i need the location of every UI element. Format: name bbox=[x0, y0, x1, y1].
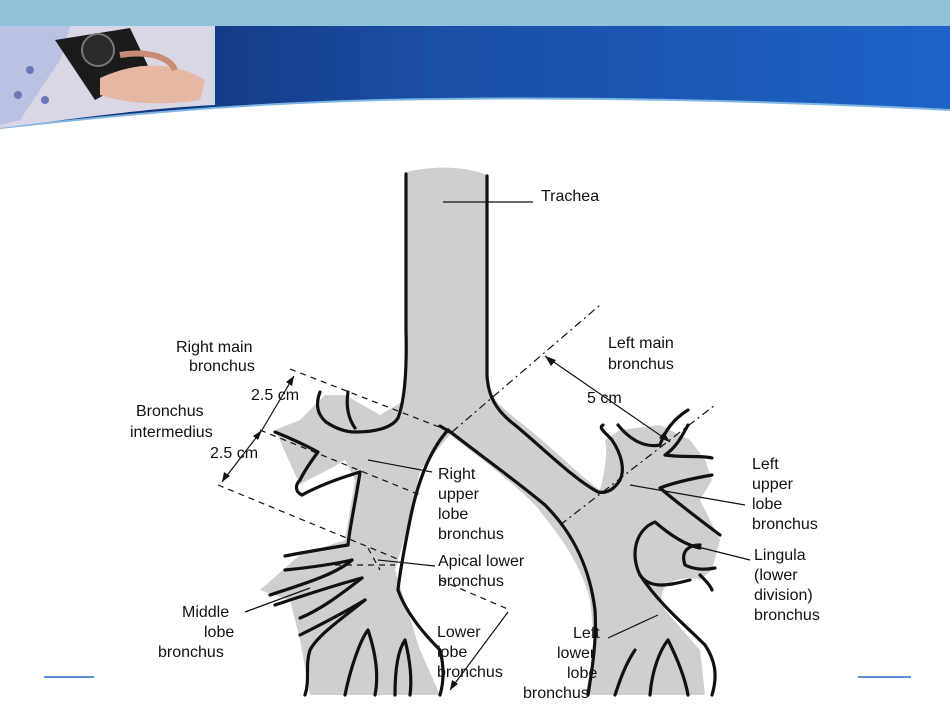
label-right-upper-lobe-4: bronchus bbox=[438, 526, 504, 543]
leader-lines bbox=[244, 201, 751, 639]
label-left-upper-lobe-2: upper bbox=[752, 476, 794, 493]
diagram-labels: Trachea Right main bronchus Left main br… bbox=[130, 188, 820, 702]
label-dim-left: 5 cm bbox=[587, 390, 622, 407]
label-left-main-bronchus: Left main bbox=[608, 335, 674, 352]
label-left-upper-lobe-3: lobe bbox=[752, 496, 782, 513]
label-middle-lobe: Middle bbox=[182, 604, 229, 621]
label-left-lower-lobe-4: bronchus bbox=[523, 685, 589, 702]
label-right-upper-lobe: Right bbox=[438, 466, 476, 483]
measurement-lines bbox=[217, 304, 716, 691]
header-banner bbox=[0, 0, 950, 129]
label-dim-upper-right: 2.5 cm bbox=[251, 387, 299, 404]
label-lower-lobe: Lower bbox=[437, 624, 481, 641]
label-lingula-4: bronchus bbox=[754, 607, 820, 624]
airway-lumen bbox=[260, 167, 720, 695]
label-apical-lower-bronchus: Apical lower bbox=[438, 553, 525, 570]
label-right-main-bronchus: Right main bbox=[176, 339, 252, 356]
label-lower-lobe-3: bronchus bbox=[437, 664, 503, 681]
label-right-main-bronchus-2: bronchus bbox=[189, 358, 255, 375]
label-lingula: Lingula bbox=[754, 547, 806, 564]
label-dim-lower-right: 2.5 cm bbox=[210, 445, 258, 462]
label-right-upper-lobe-3: lobe bbox=[438, 506, 468, 523]
header-photo bbox=[0, 26, 215, 128]
label-lower-lobe-2: lobe bbox=[437, 644, 467, 661]
label-left-upper-lobe: Left bbox=[752, 456, 779, 473]
label-lingula-2: (lower bbox=[754, 567, 798, 584]
label-left-main-bronchus-2: bronchus bbox=[608, 356, 674, 373]
label-bronchus-intermedius: Bronchus bbox=[136, 403, 204, 420]
label-right-upper-lobe-2: upper bbox=[438, 486, 480, 503]
airway-walls bbox=[268, 172, 722, 697]
label-left-upper-lobe-4: bronchus bbox=[752, 516, 818, 533]
label-trachea: Trachea bbox=[541, 188, 599, 205]
label-bronchus-intermedius-2: intermedius bbox=[130, 424, 213, 441]
label-left-lower-lobe: Left bbox=[573, 625, 600, 642]
label-apical-lower-bronchus-2: bronchus bbox=[438, 573, 504, 590]
label-lingula-3: division) bbox=[754, 587, 813, 604]
label-middle-lobe-2: lobe bbox=[204, 624, 234, 641]
label-left-lower-lobe-3: lobe bbox=[567, 665, 597, 682]
label-middle-lobe-3: bronchus bbox=[158, 644, 224, 661]
label-left-lower-lobe-2: lower bbox=[557, 645, 596, 662]
